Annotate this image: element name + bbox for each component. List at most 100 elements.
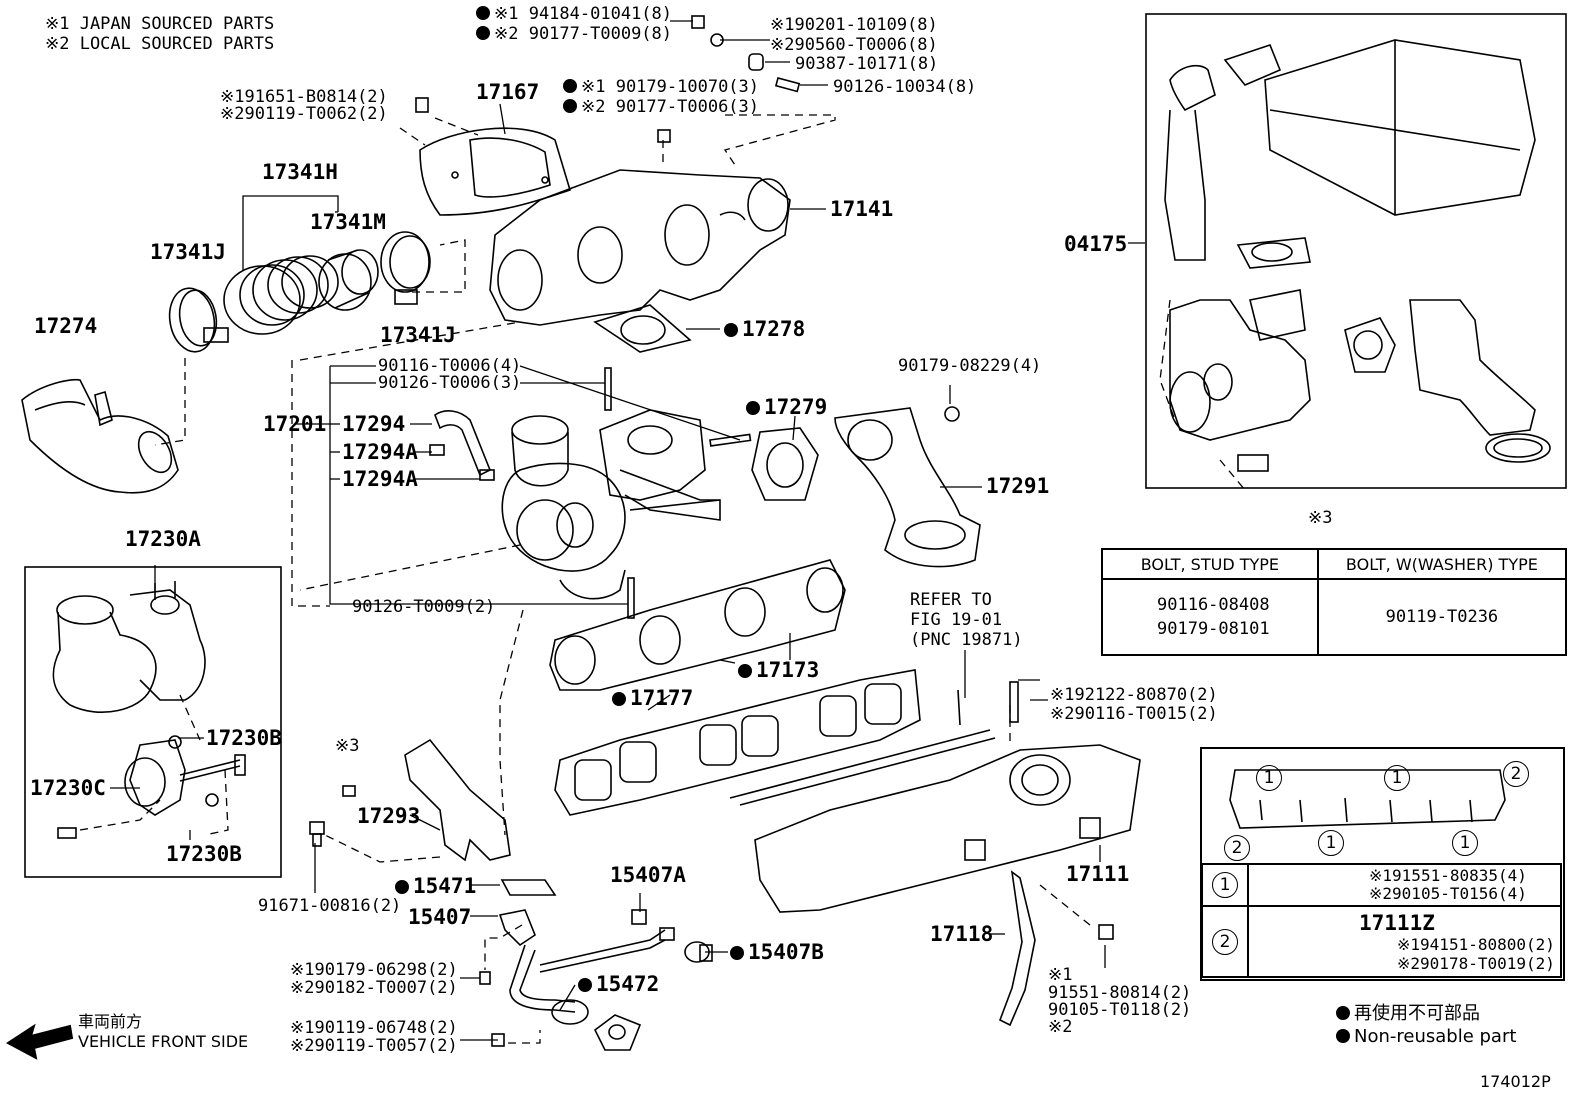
bolt-stud-90179[interactable]: 90179-08101 xyxy=(1157,619,1270,639)
label-15471[interactable]: 15471 xyxy=(395,874,476,898)
label-15407A[interactable]: 15407A xyxy=(610,863,686,887)
label-192122[interactable]: ※192122-80870(2) xyxy=(1050,685,1218,705)
vehicle-front-en: VEHICLE FRONT SIDE xyxy=(78,1032,249,1051)
label-15472[interactable]: 15472 xyxy=(578,972,659,996)
label-17341J-right[interactable]: 17341J xyxy=(380,323,456,347)
bracket-17293 xyxy=(404,738,511,862)
label-17341H[interactable]: 17341H xyxy=(262,160,338,184)
hose-17341H xyxy=(223,255,339,335)
turbo-kit-17230A xyxy=(52,581,206,713)
label-17278[interactable]: 17278 xyxy=(724,317,805,341)
label-90179-08229[interactable]: 90179-08229(4) xyxy=(898,356,1042,376)
label-90177-t0009[interactable]: ※2 90177-T0009(8) xyxy=(476,24,672,44)
dashed-lines xyxy=(79,114,1246,1044)
label-17141[interactable]: 17141 xyxy=(830,197,894,221)
label-190119[interactable]: ※190119-06748(2) xyxy=(290,1018,458,1038)
actuator-17230C xyxy=(57,735,246,839)
label-17279[interactable]: 17279 xyxy=(746,395,827,419)
clamp-17341J-right xyxy=(380,231,431,305)
label-17294[interactable]: 17294 xyxy=(342,412,406,436)
label-190179[interactable]: ※190179-06298(2) xyxy=(290,960,458,980)
legend-circle-2b: 2 xyxy=(1224,835,1250,861)
label-91551[interactable]: 91551-80814(2) xyxy=(1048,983,1192,1003)
legend-17111Z[interactable]: 17111Z xyxy=(1359,910,1435,935)
label-17230C[interactable]: 17230C xyxy=(30,776,106,800)
label-17230A[interactable]: 17230A xyxy=(125,527,201,551)
label-90177-t0006[interactable]: ※2 90177-T0006(3) xyxy=(563,97,759,117)
label-17294A[interactable]: 17294A xyxy=(342,440,418,464)
vehicle-front-jp: 車両前方 xyxy=(78,1012,143,1031)
intake-manifold-17111 xyxy=(729,689,1141,913)
label-15407[interactable]: 15407 xyxy=(408,905,472,929)
legend-290105[interactable]: ※290105-T0156(4) xyxy=(1369,884,1527,903)
label-290182[interactable]: ※290182-T0007(2) xyxy=(290,978,458,998)
label-94184[interactable]: ※1 94184-01041(8) xyxy=(476,4,672,24)
legend-290178[interactable]: ※290178-T0019(2) xyxy=(1397,953,1555,973)
pipe-17118 xyxy=(998,870,1036,1027)
label-90179-10070[interactable]: ※1 90179-10070(3) xyxy=(563,77,759,97)
legend-191551[interactable]: ※191551-80835(4) xyxy=(1369,866,1527,885)
label-17341J[interactable]: 17341J xyxy=(150,240,226,264)
kit-04175-drawings xyxy=(1164,39,1551,472)
leader-lines xyxy=(110,20,1145,1041)
label-90105[interactable]: 90105-T0118(2) xyxy=(1048,1000,1192,1020)
label-17230B-2[interactable]: 17230B xyxy=(166,842,242,866)
label-17291[interactable]: 17291 xyxy=(986,474,1050,498)
label-17118[interactable]: 17118 xyxy=(930,922,994,946)
legend-row1-circle: 1 xyxy=(1212,872,1238,898)
gasket-17278 xyxy=(593,304,692,353)
label-90116-t0006[interactable]: 90116-T0006(4) xyxy=(378,356,522,376)
label-17293[interactable]: 17293 xyxy=(357,804,421,828)
vehicle-front-arrow-icon xyxy=(6,1023,74,1060)
label-290119-t0057[interactable]: ※290119-T0057(2) xyxy=(290,1036,458,1056)
bolt-col-stud: BOLT, STUD TYPE xyxy=(1101,548,1319,580)
label-290119-t0062[interactable]: ※290119-T0062(2) xyxy=(220,104,388,124)
label-90126-10034[interactable]: 90126-10034(8) xyxy=(833,77,977,97)
legend-circle-1b: 1 xyxy=(1384,765,1410,791)
studs xyxy=(604,367,752,619)
label-17111[interactable]: 17111 xyxy=(1066,862,1130,886)
label-17341M[interactable]: 17341M xyxy=(310,210,386,234)
legend-circle-1d: 1 xyxy=(1452,830,1478,856)
bolt-washer-90119[interactable]: 90119-T0236 xyxy=(1385,607,1499,627)
label-90126-t0009[interactable]: 90126-T0009(2) xyxy=(352,597,496,617)
label-04175[interactable]: 04175 xyxy=(1064,232,1128,256)
bolt-type-table: BOLT, STUD TYPE BOLT, W(WASHER) TYPE 901… xyxy=(1101,548,1568,656)
legend-table: 1 ※191551-80835(4) ※290105-T0156(4) 2 17… xyxy=(1201,863,1562,978)
legend-194151[interactable]: ※194151-80800(2) xyxy=(1397,934,1555,954)
intake-tube-17274 xyxy=(21,378,179,494)
label-190201[interactable]: ※190201-10109(8) xyxy=(770,15,938,35)
exhaust-manifold-17141 xyxy=(489,169,791,326)
label-90387[interactable]: 90387-10171(8) xyxy=(795,54,939,74)
label-17201[interactable]: 17201 xyxy=(263,412,327,436)
legend-circle-1c: 1 xyxy=(1318,830,1344,856)
label-90126-t0006[interactable]: 90126-T0006(3) xyxy=(378,373,522,393)
label-91671[interactable]: 91671-00816(2) xyxy=(258,896,402,916)
union-15407A xyxy=(631,909,647,925)
label-note1: ※1 xyxy=(1048,965,1073,985)
legend-manifold-sketch xyxy=(1229,769,1506,829)
refer-line-3: (PNC 19871) xyxy=(910,630,1023,650)
label-191651[interactable]: ※191651-B0814(2) xyxy=(220,87,388,107)
legend-circle-1a: 1 xyxy=(1256,765,1282,791)
turbo-kit-frame xyxy=(24,566,282,878)
footnote-en: Non-reusable part xyxy=(1336,1027,1516,1047)
label-15407B[interactable]: 15407B xyxy=(730,940,824,964)
label-290116-t0015[interactable]: ※290116-T0015(2) xyxy=(1050,704,1218,724)
oil-pipe-15407 xyxy=(498,909,675,1025)
bolt-col-washer: BOLT, W(WASHER) TYPE xyxy=(1316,548,1568,580)
clamp-17341J xyxy=(168,287,229,353)
label-290560[interactable]: ※290560-T0006(8) xyxy=(770,35,938,55)
label-17177[interactable]: 17177 xyxy=(612,686,693,710)
label-17294A-2[interactable]: 17294A xyxy=(342,467,418,491)
refer-line-2[interactable]: FIG 19-01 xyxy=(910,610,1003,630)
label-17167[interactable]: 17167 xyxy=(476,80,540,104)
label-17173[interactable]: 17173 xyxy=(738,658,819,682)
bolt-stud-90116[interactable]: 90116-08408 xyxy=(1157,595,1270,615)
note-japan-sourced: ※1 JAPAN SOURCED PARTS xyxy=(45,14,275,34)
gasket-15472 xyxy=(593,1014,642,1051)
label-17230B[interactable]: 17230B xyxy=(206,726,282,750)
heat-insulator-17167 xyxy=(419,127,571,216)
label-17274[interactable]: 17274 xyxy=(34,314,98,338)
